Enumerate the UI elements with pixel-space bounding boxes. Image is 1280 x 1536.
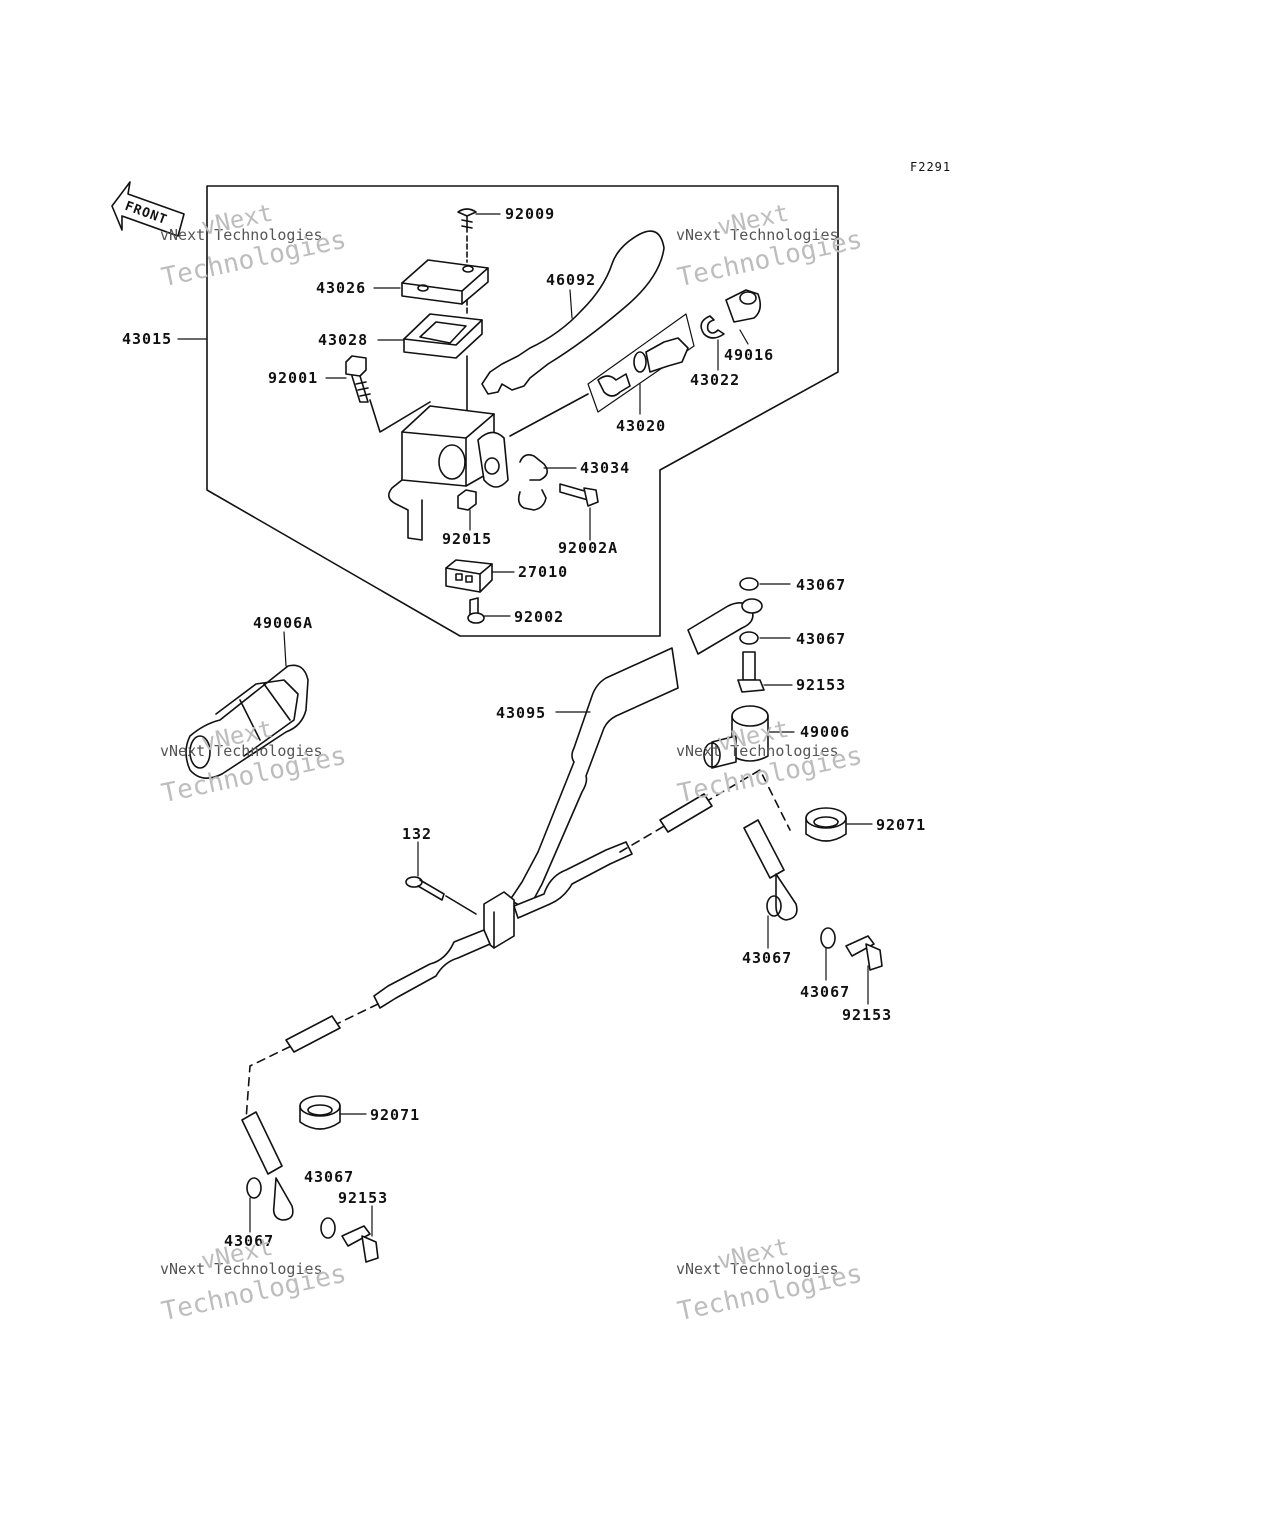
watermark: vNext vNext Technologies Technologies <box>158 714 349 810</box>
cap-92071-icon <box>299 1095 341 1130</box>
clamp-43034-icon <box>517 454 548 511</box>
part-label-43034: 43034 <box>580 459 631 477</box>
part-label-92071: 92071 <box>876 816 927 834</box>
bolt-132-icon <box>405 876 445 901</box>
part-label-49006: 49006 <box>800 723 851 741</box>
part-label-43026: 43026 <box>316 279 367 297</box>
part-label-92015: 92015 <box>442 530 493 548</box>
part-label-92002A: 92002A <box>558 539 619 557</box>
washer-icon <box>739 631 759 645</box>
watermark: vNext vNext Technologies Technologies <box>158 1232 349 1328</box>
cap-92071-icon <box>805 807 847 842</box>
bolt-92001-icon <box>345 355 371 403</box>
part-label-43022: 43022 <box>690 371 741 389</box>
part-label-43067: 43067 <box>224 1232 275 1250</box>
part-label-43067: 43067 <box>742 949 793 967</box>
bolt-92153-icon <box>845 935 883 971</box>
part-label-92002: 92002 <box>514 608 565 626</box>
part-label-43015: 43015 <box>122 330 173 348</box>
part-label-43067: 43067 <box>304 1168 355 1186</box>
part-label-92153: 92153 <box>842 1006 893 1024</box>
washer-icon <box>246 1177 262 1199</box>
screw-92009-icon <box>457 208 477 233</box>
part-label-43067: 43067 <box>796 576 847 594</box>
washer-icon <box>820 927 836 949</box>
hose-spring-icon <box>659 793 798 921</box>
reservoir-49006A-icon <box>185 664 309 779</box>
washer-icon <box>766 895 782 917</box>
watermark: vNext vNext Technologies Technologies <box>674 198 865 294</box>
reservoir-49006-icon <box>703 705 769 769</box>
master-cylinder-icon <box>388 405 509 541</box>
hose-spring-icon <box>241 1015 341 1221</box>
front-arrow-icon <box>111 181 185 237</box>
part-label-27010: 27010 <box>518 563 569 581</box>
screw-92002-icon <box>467 597 485 624</box>
diaphragm-icon <box>403 313 483 359</box>
diagram-code: F2291 <box>910 160 952 174</box>
part-label-92153: 92153 <box>338 1189 389 1207</box>
washer-icon <box>739 577 759 591</box>
reservoir-cap-icon <box>401 259 489 305</box>
part-label-92071: 92071 <box>370 1106 421 1124</box>
switch-27010-icon <box>445 559 493 593</box>
brake-hose-left-icon <box>373 929 491 1009</box>
piston-assembly-icon <box>587 313 695 413</box>
part-label-132: 132 <box>402 825 433 843</box>
watermark: vNext vNext Technologies Technologies <box>674 1232 865 1328</box>
washer-icon <box>320 1217 336 1239</box>
part-label-43067: 43067 <box>796 630 847 648</box>
part-label-92001: 92001 <box>268 369 319 387</box>
part-label-49006A: 49006A <box>253 614 314 632</box>
bolt-92153-icon <box>737 651 765 693</box>
bolt-92153-icon <box>341 1225 379 1263</box>
brake-hose-right-icon <box>513 841 633 919</box>
part-label-43095: 43095 <box>496 704 547 722</box>
nut-92015-icon <box>457 489 477 511</box>
bolt-92002A-icon <box>559 483 599 507</box>
part-label-92153: 92153 <box>796 676 847 694</box>
lever-46092-icon <box>481 230 665 395</box>
watermark: vNext vNext Technologies Technologies <box>158 198 349 294</box>
part-label-92009: 92009 <box>505 205 556 223</box>
assembly-frame <box>206 185 839 637</box>
part-label-43028: 43028 <box>318 331 369 349</box>
watermark: vNext vNext Technologies Technologies <box>674 714 865 810</box>
part-label-43067: 43067 <box>800 983 851 1001</box>
circlip-43022-icon <box>700 315 725 339</box>
part-label-46092: 46092 <box>546 271 597 289</box>
part-label-43020: 43020 <box>616 417 667 435</box>
part-label-49016: 49016 <box>724 346 775 364</box>
boot-49016-icon <box>725 289 762 323</box>
banjo-fitting-icon <box>687 598 763 655</box>
